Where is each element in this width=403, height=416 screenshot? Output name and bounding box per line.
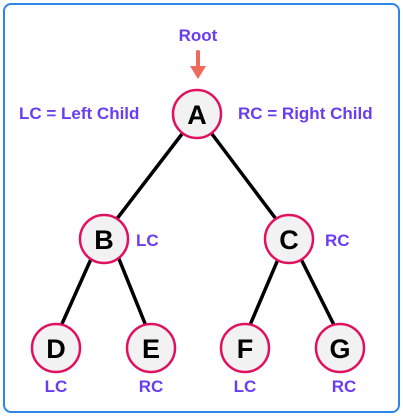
legend-left-child: LC = Left Child <box>19 104 139 123</box>
root-label: Root <box>179 26 218 45</box>
tree-edges <box>59 132 336 328</box>
node-label-c: C <box>279 225 299 255</box>
child-tag-b: LC <box>136 231 159 250</box>
edge-c-g <box>298 255 336 327</box>
edge-c-f <box>248 255 281 327</box>
node-label-e: E <box>142 334 160 364</box>
child-tag-d: LC <box>45 377 68 396</box>
tree-node-e: E <box>125 322 177 374</box>
edge-a-c <box>210 132 278 221</box>
child-tag-g: RC <box>332 377 357 396</box>
child-tag-f: LC <box>234 377 257 396</box>
node-label-a: A <box>187 100 207 130</box>
tree-node-f: F <box>219 322 271 374</box>
legend-right-child: RC = Right Child <box>238 104 373 123</box>
node-label-f: F <box>237 334 254 364</box>
tree-node-a: A <box>171 88 223 140</box>
tree-node-d: D <box>30 322 82 374</box>
tree-node-b: B <box>78 213 130 265</box>
tree-node-c: C <box>263 213 315 265</box>
edge-a-b <box>114 132 184 222</box>
node-label-d: D <box>46 334 66 364</box>
root-arrow-icon <box>190 50 206 79</box>
node-label-g: G <box>329 334 350 364</box>
child-tag-c: RC <box>325 231 350 250</box>
tree-node-g: G <box>314 322 366 374</box>
child-tag-e: RC <box>139 377 164 396</box>
node-label-b: B <box>94 225 114 255</box>
edge-b-e <box>117 257 148 328</box>
edge-b-d <box>59 257 93 328</box>
